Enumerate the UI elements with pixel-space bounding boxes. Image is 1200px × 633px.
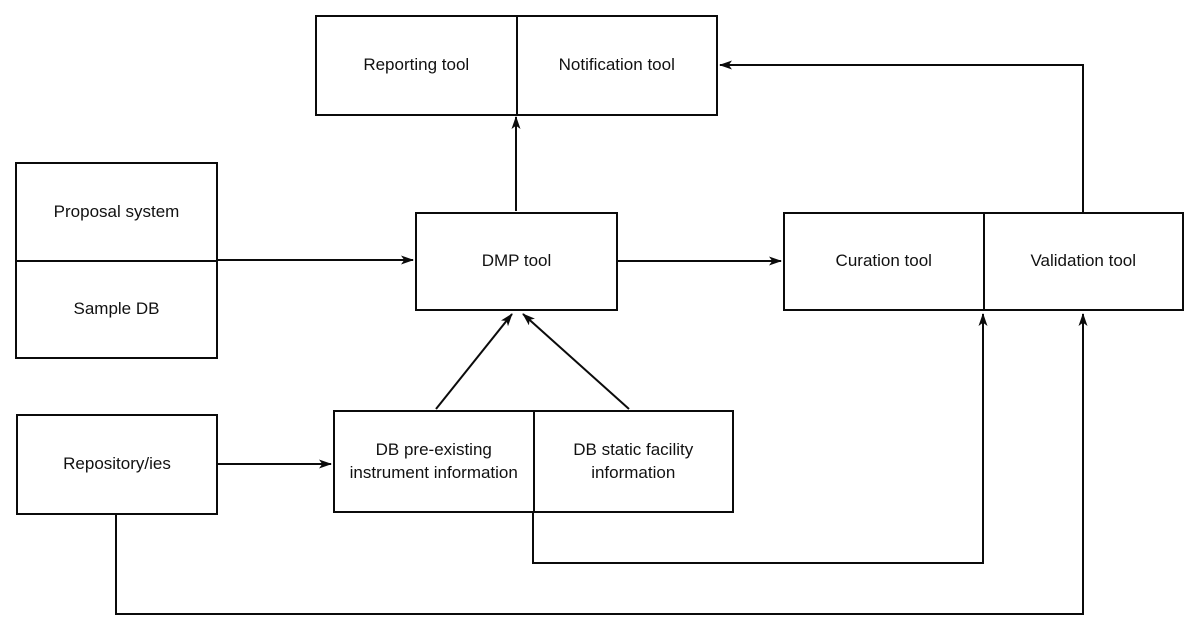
node-group-reporting-notification: Reporting tool Notification tool [315,15,718,116]
node-curation-tool: Curation tool [785,214,985,309]
node-db-instrument-information: DB pre-existing instrument information [335,412,535,511]
node-group-curation-validation: Curation tool Validation tool [783,212,1184,311]
node-group-db-information: DB pre-existing instrument information D… [333,410,734,513]
node-notification-tool-label: Notification tool [558,55,675,75]
node-curation-tool-label: Curation tool [835,251,932,271]
node-repository: Repository/ies [16,414,218,515]
edge-db-instrument-to-dmp [435,313,513,410]
node-reporting-tool: Reporting tool [317,17,518,114]
node-db-facility-information-label: DB static facility information [573,440,694,482]
node-validation-tool-label: Validation tool [1030,251,1137,271]
node-reporting-tool-label: Reporting tool [363,55,470,75]
node-db-facility-information: DB static facility information [535,412,733,511]
edge-validation-to-notification [719,60,1084,212]
node-sample-db: Sample DB [17,262,216,358]
node-notification-tool: Notification tool [518,17,717,114]
node-dmp-tool-label: DMP tool [481,251,552,271]
node-group-proposal-sample: Proposal system Sample DB [15,162,218,359]
node-proposal-system-label: Proposal system [53,201,180,221]
node-repository-cell: Repository/ies [18,416,216,513]
node-sample-db-label: Sample DB [73,299,160,319]
node-validation-tool: Validation tool [985,214,1183,309]
node-db-instrument-information-label: DB pre-existing instrument information [349,440,518,482]
node-dmp-tool: DMP tool [415,212,618,311]
node-repository-label: Repository/ies [63,454,171,474]
edge-db-facility-to-dmp [522,313,630,410]
node-dmp-tool-cell: DMP tool [417,214,616,309]
node-proposal-system: Proposal system [17,164,216,262]
